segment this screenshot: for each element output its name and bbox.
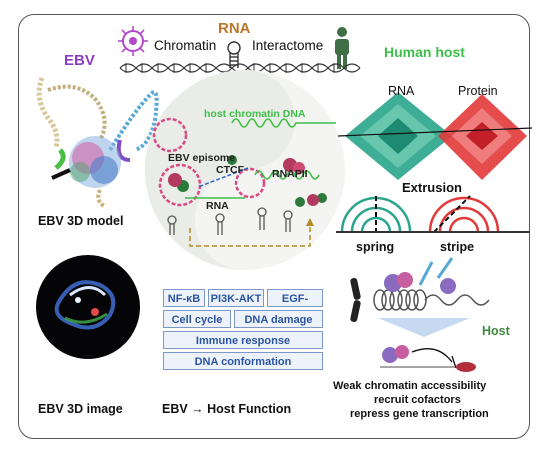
virus-icon <box>118 26 148 56</box>
protein-contact-map <box>438 94 527 180</box>
host-proteins <box>384 257 456 294</box>
ebv-title: EBV <box>64 52 95 69</box>
model-caption: EBV 3D model <box>38 214 124 228</box>
host-label: Host <box>482 324 510 338</box>
host-dna-label: host chromatin DNA <box>204 108 306 120</box>
pathway-immune-response: Immune response <box>163 331 323 349</box>
rnapii-label: RNAPII <box>272 168 308 180</box>
spring-label: spring <box>356 240 395 254</box>
host-nucleosome-coils <box>373 289 490 311</box>
pathway-dna-conformation: DNA conformation <box>163 352 323 370</box>
ebv-3d-image <box>36 255 140 359</box>
loop-arrow <box>189 224 311 247</box>
dna-helix <box>119 63 361 73</box>
repression-cartoon <box>380 345 476 372</box>
rna-hairpin-icon <box>227 41 241 68</box>
host-zoom-triangle <box>378 318 470 337</box>
episome-arrow <box>197 167 249 188</box>
extrusion-stripe-arcs <box>428 196 500 233</box>
pathway-nfkb: NF-κB <box>163 289 205 307</box>
ebv-3d-model <box>36 77 159 208</box>
host-dna-coils <box>185 118 336 199</box>
effect-3: repress gene transcription <box>350 408 489 420</box>
rna-label-center: RNA <box>206 200 229 212</box>
image-caption: EBV 3D image <box>38 402 123 416</box>
rna-contact-map <box>345 92 452 180</box>
interactome-label: Interactome <box>252 38 324 53</box>
rnapii-protein <box>168 158 319 206</box>
human-icon <box>335 27 349 69</box>
protein-map-label: Protein <box>458 84 498 98</box>
function-caption: EBV → Host Function <box>162 402 292 416</box>
pathway-pi3k-akt: PI3K-AKT <box>208 289 264 307</box>
ctcf-label: CTCF <box>216 164 244 176</box>
host-chromosome-icon <box>350 277 361 323</box>
effect-2: recruit cofactors <box>374 394 461 406</box>
episome-label: EBV episome <box>168 152 236 164</box>
ebv-episome-loops <box>152 117 266 207</box>
rna-title: RNA <box>218 20 251 37</box>
pathway-egf-egfr: EGF-EGFR <box>267 289 323 323</box>
rna-map-label: RNA <box>388 84 415 98</box>
pathway-dna-damage: DNA damage <box>234 310 323 328</box>
effect-1: Weak chromatin accessibility <box>333 380 487 392</box>
stripe-label: stripe <box>440 240 475 254</box>
human-host-title: Human host <box>384 44 465 60</box>
pathway-cell-cycle: Cell cycle <box>163 310 231 328</box>
extrusion-label: Extrusion <box>402 180 462 195</box>
chromatin-label: Chromatin <box>154 38 217 53</box>
rna-hairpins <box>167 207 293 235</box>
